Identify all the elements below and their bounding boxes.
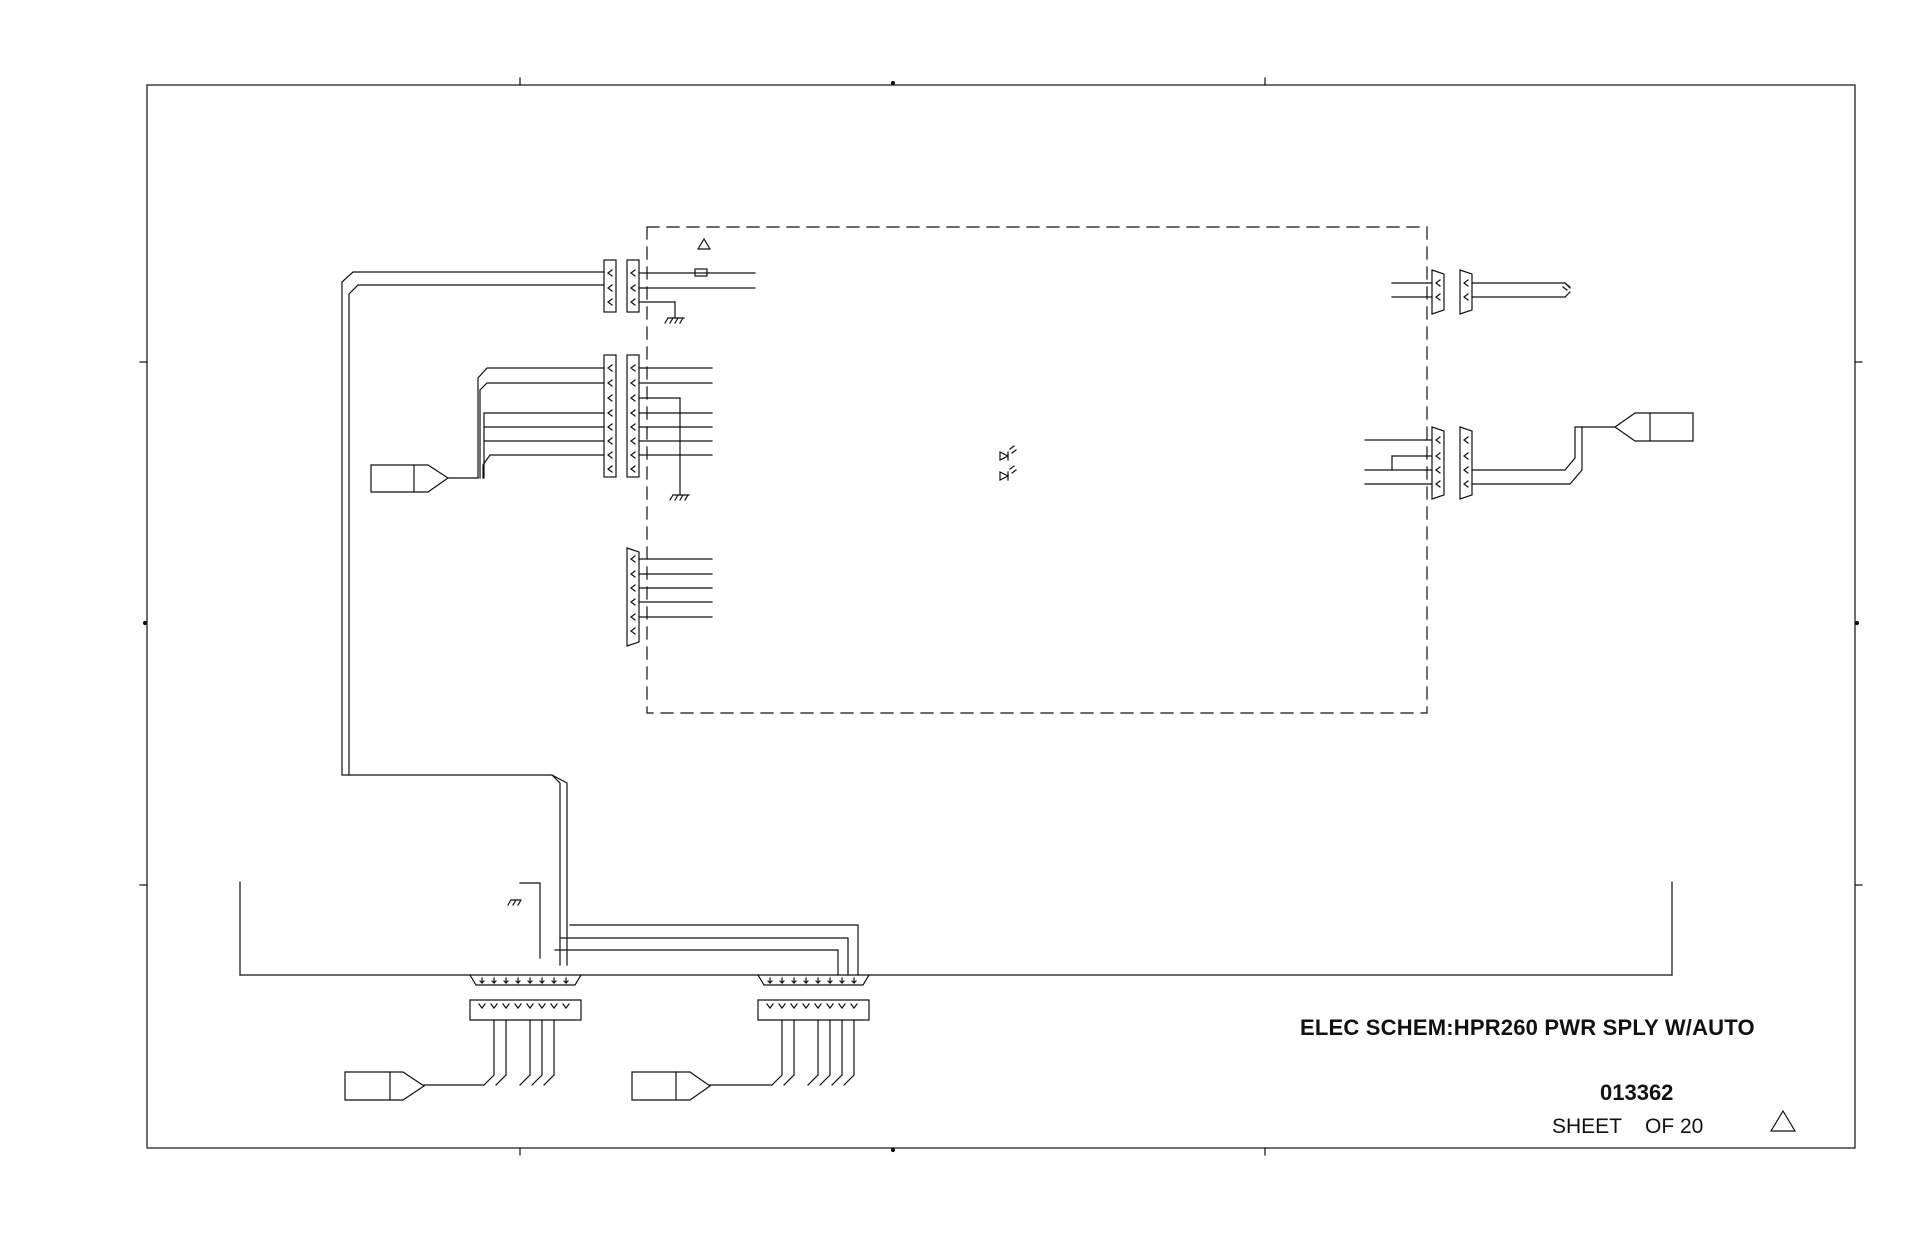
drawing-number: 013362: [1600, 1080, 1674, 1105]
off-page-connector-left: [370, 464, 450, 493]
sheet-total: OF 20: [1645, 1115, 1704, 1138]
connector-mid-right: [1364, 426, 1616, 500]
sheet-label: SHEET: [1552, 1115, 1623, 1138]
bottom-bus-frame: [239, 881, 1673, 976]
connector-top-left: [603, 259, 756, 324]
off-page-connector-right: [1613, 412, 1694, 442]
connector-bottom-2: [709, 974, 870, 1086]
harness-wire-bottom: [554, 924, 859, 976]
drawing-title: ELEC SCHEM:HPR260 PWR SPLY W/AUTO: [1300, 1015, 1755, 1040]
harness-wire-left: [341, 271, 605, 966]
pcb-boundary-dashed: [646, 226, 1428, 714]
connector-mid-left: [447, 354, 713, 501]
revision-triangle-icon: [696, 237, 712, 250]
ground-symbol-icon: [507, 882, 541, 959]
led-indicator-icon: [999, 445, 1017, 481]
off-page-connector-bottom-2: [631, 1071, 712, 1101]
connector-lower-left: [626, 547, 713, 647]
connector-top-right: [1391, 269, 1571, 315]
drawing-border: [139, 77, 1863, 1156]
title-revision-triangle-icon: [1769, 1109, 1797, 1132]
connector-bottom-1: [423, 974, 582, 1086]
off-page-connector-bottom-1: [344, 1071, 426, 1101]
